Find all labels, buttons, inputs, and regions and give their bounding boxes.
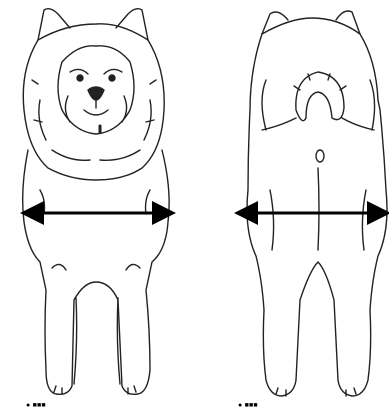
front-view-dog: [23, 9, 169, 395]
rear-view-dog: [247, 11, 387, 396]
front-right-eye: [109, 75, 115, 81]
rear-corner-mark: ● ■■■: [238, 402, 258, 409]
rear-body-outline: [247, 34, 387, 396]
front-corner-mark: ● ■■■: [26, 402, 46, 409]
rear-head-outline: [262, 18, 378, 100]
front-head-outline: [23, 24, 164, 180]
front-body-outline: [23, 150, 169, 394]
front-right-ear: [116, 9, 148, 40]
rear-tail: [296, 72, 344, 121]
front-left-eye: [77, 75, 83, 81]
front-left-ear: [38, 9, 70, 40]
front-nose: [88, 87, 104, 100]
rear-anus: [316, 150, 324, 162]
